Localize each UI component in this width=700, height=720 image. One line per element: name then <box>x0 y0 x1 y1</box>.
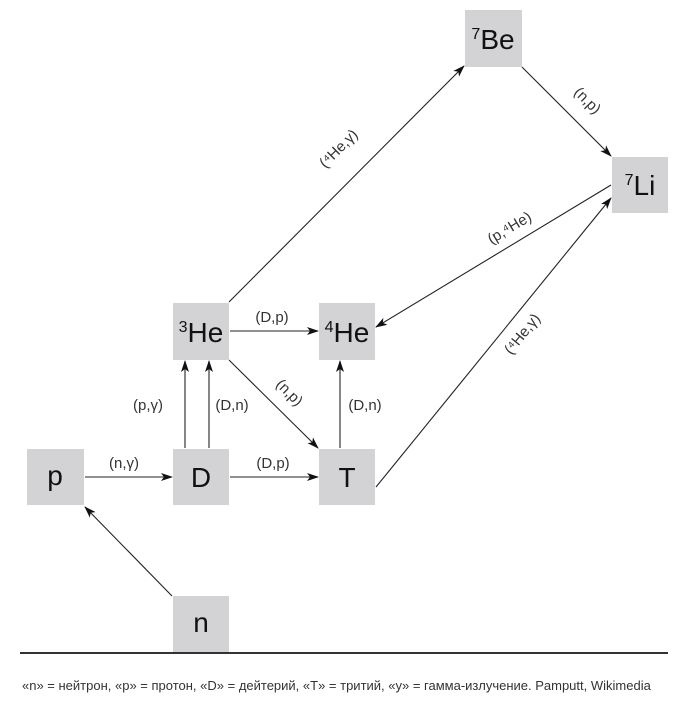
arrow-li7-he4 <box>375 184 612 328</box>
node-he4: 4He <box>319 303 375 360</box>
label-he3-be7: (⁴He,γ) <box>316 126 361 171</box>
svg-text:4He: 4He <box>325 317 370 348</box>
label-li7-he4: (p,⁴He) <box>485 208 535 247</box>
reaction-network: (⁴He,γ) (n,p) (p,⁴He) (⁴He,γ) (D,p) (n,p… <box>27 10 668 652</box>
label-d-he3-pg: (p,γ) <box>133 397 163 414</box>
svg-text:D: D <box>191 462 211 493</box>
label-be7-li7: (n,p) <box>570 84 604 118</box>
label-he3-t: (n,p) <box>272 376 306 410</box>
svg-text:7Be: 7Be <box>471 24 514 55</box>
label-he3-he4: (D,p) <box>255 309 288 326</box>
svg-text:n: n <box>193 607 209 638</box>
svg-text:7Li: 7Li <box>625 170 656 201</box>
node-be7: 7Be <box>465 10 522 67</box>
arrow-n-p <box>84 506 173 597</box>
node-he3: 3He <box>173 303 229 360</box>
label-d-t: (D,p) <box>256 455 289 472</box>
svg-text:p: p <box>47 460 63 491</box>
svg-text:3He: 3He <box>179 317 224 348</box>
arrow-t-li7 <box>375 197 612 488</box>
label-d-he3-dn: (D,n) <box>215 397 248 414</box>
node-t: T <box>319 449 375 505</box>
svg-text:T: T <box>338 462 355 493</box>
caption-divider <box>20 652 668 654</box>
figure-caption: «n» = нейтрон, «p» = протон, «D» = дейте… <box>22 678 651 693</box>
label-p-d: (n,γ) <box>109 455 139 472</box>
arrow-be7-li7 <box>521 66 612 157</box>
node-d: D <box>173 449 229 505</box>
label-t-he4: (D,n) <box>348 397 381 414</box>
label-t-li7: (⁴He,γ) <box>501 310 544 357</box>
node-li7: 7Li <box>612 157 668 213</box>
arrow-he3-t <box>228 359 319 449</box>
arrow-he3-be7 <box>228 65 465 303</box>
node-n: n <box>173 596 229 652</box>
node-p: p <box>27 449 84 505</box>
